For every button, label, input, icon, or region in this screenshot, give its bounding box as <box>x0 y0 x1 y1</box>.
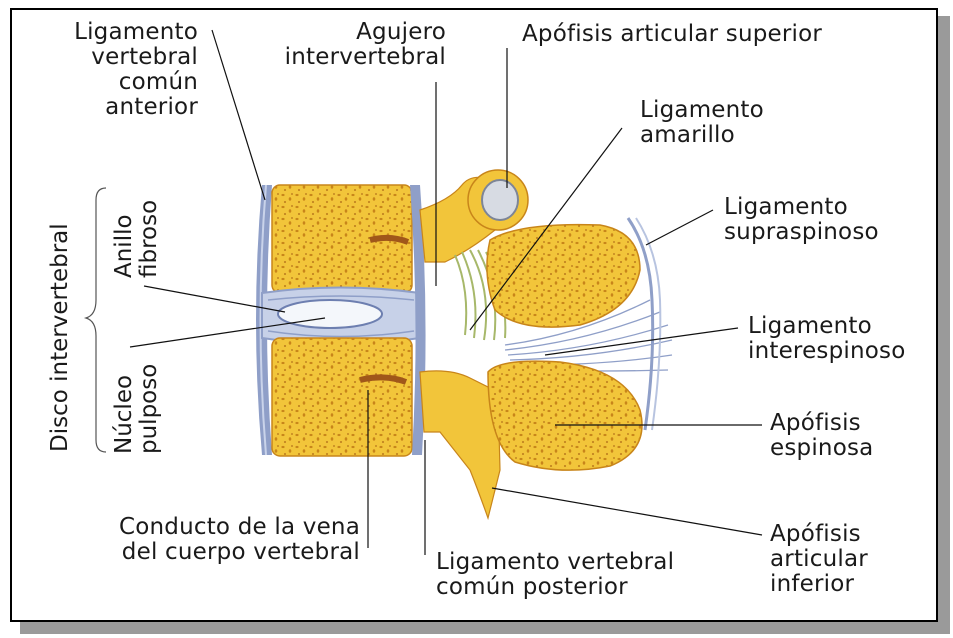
label-line: Núcleo <box>112 364 137 454</box>
label-line: supraspinoso <box>724 220 879 245</box>
label-line: Ligamento vertebral <box>436 550 674 575</box>
label-line: Conducto de la vena <box>60 515 360 540</box>
disc-brace <box>86 188 106 452</box>
label-ligamento-amarillo: Ligamento amarillo <box>640 98 764 148</box>
label-line: fibroso <box>137 200 162 278</box>
label-line: Ligamento <box>640 98 764 123</box>
label-line: del cuerpo vertebral <box>60 540 360 565</box>
label-line: Agujero <box>258 20 446 45</box>
label-anillo-fibroso: Anillo fibroso <box>112 200 162 278</box>
label-conducto-vena: Conducto de la vena del cuerpo vertebral <box>60 515 360 565</box>
label-apofisis-espinosa: Apófisis espinosa <box>770 411 873 461</box>
label-apofisis-inferior: Apófisis articular inferior <box>770 522 868 597</box>
label-line: Apófisis <box>770 411 873 436</box>
label-line: espinosa <box>770 436 873 461</box>
label-line: Anillo <box>112 200 137 278</box>
nucleus-pulposus <box>278 300 382 328</box>
label-line: Apófisis <box>770 522 868 547</box>
label-anterior-ligament: Ligamento vertebral común anterior <box>58 20 198 120</box>
upper-spinous-process <box>487 225 640 327</box>
label-line: Ligamento <box>748 314 906 339</box>
label-disco-intervertebral: Disco intervertebral <box>48 223 73 452</box>
label-line: Ligamento <box>58 20 198 45</box>
label-line: vertebral <box>58 45 198 70</box>
label-line: inferior <box>770 572 868 597</box>
label-line: Ligamento <box>724 195 879 220</box>
label-interespinoso: Ligamento interespinoso <box>748 314 906 364</box>
label-line: pulposo <box>137 364 162 454</box>
label-line: intervertebral <box>258 45 446 70</box>
label-line: interespinoso <box>748 339 906 364</box>
label-supraspinoso: Ligamento supraspinoso <box>724 195 879 245</box>
label-line: anterior <box>58 95 198 120</box>
label-ligamento-posterior: Ligamento vertebral común posterior <box>436 550 674 600</box>
lower-vertebral-body <box>272 338 412 456</box>
label-agujero: Agujero intervertebral <box>258 20 446 70</box>
label-line: común posterior <box>436 575 674 600</box>
lower-spinous-process <box>488 361 642 470</box>
label-line: común <box>58 70 198 95</box>
label-line: amarillo <box>640 123 764 148</box>
label-apofisis-superior: Apófisis articular superior <box>522 22 822 47</box>
label-nucleo-pulposo: Núcleo pulposo <box>112 364 162 454</box>
label-line: articular <box>770 547 868 572</box>
